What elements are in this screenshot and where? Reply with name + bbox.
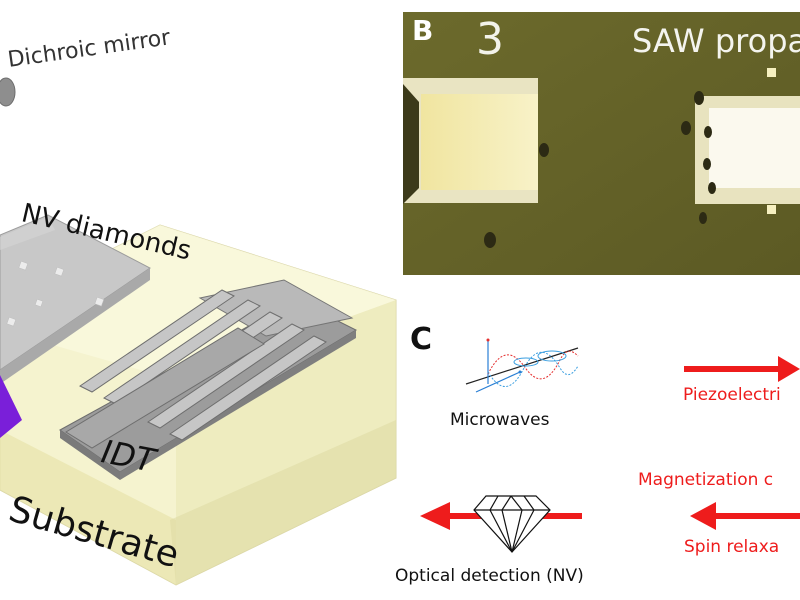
optical-detection-label: Optical detection (NV) xyxy=(395,566,584,586)
sample-number: 3 xyxy=(476,14,504,65)
left-electrode-pad xyxy=(421,94,538,190)
panel-b-letter: B xyxy=(412,14,434,47)
piezo-arrow xyxy=(684,356,800,382)
microwave-wave-icon xyxy=(465,338,579,393)
idt-electrode xyxy=(59,279,358,480)
diamond-particles xyxy=(6,260,105,327)
right-electrode-pad xyxy=(709,108,800,188)
saw-caption: SAW propa xyxy=(632,22,800,60)
piezoelectric-label: Piezoelectri xyxy=(683,385,781,405)
laser-beam xyxy=(0,375,22,438)
spin-relaxation-label: Spin relaxa xyxy=(684,537,780,557)
microwaves-label: Microwaves xyxy=(450,410,550,430)
surface-defects xyxy=(484,91,716,248)
panel-c-letter: C xyxy=(410,322,433,357)
micrograph-image xyxy=(403,12,800,275)
micrograph-panel xyxy=(403,12,800,275)
diamond-icon xyxy=(473,495,551,553)
magnetization-label: Magnetization c xyxy=(638,470,774,490)
nv-diamond-plate xyxy=(0,214,151,384)
spin-arrow xyxy=(690,502,800,530)
dichroic-mirror-lens xyxy=(0,77,16,107)
